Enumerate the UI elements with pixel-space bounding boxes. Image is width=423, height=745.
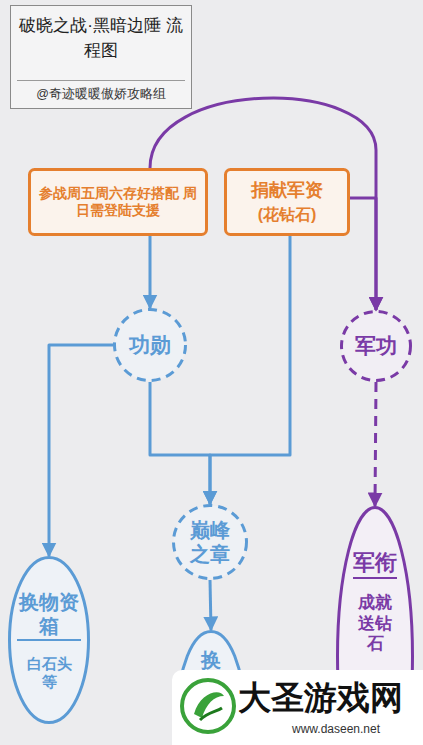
process-box: 参战周五周六存好搭配 周日需登陆支援: [28, 168, 208, 236]
node-heading: 功勋: [129, 332, 171, 357]
title-box: 破晓之战·黑暗边陲 流程图 @奇迹暖暖傲娇攻略组: [10, 5, 192, 109]
circle-stroke: [115, 310, 186, 381]
node-note: (花钻石): [258, 205, 317, 224]
rect-stroke: [30, 170, 207, 235]
node-heading: 换: [201, 648, 221, 672]
diagram-title: 破晓之战·黑暗边陲 流程图: [17, 14, 185, 63]
circle-stroke: [174, 506, 247, 579]
title-rule: [17, 80, 185, 81]
node-note: 白石头等: [24, 655, 74, 691]
node-heading: 军功: [355, 333, 397, 358]
watermark-panel: 大圣游戏网 www.daseen.net: [172, 670, 423, 745]
node-heading: 巅峰之章: [188, 518, 232, 566]
node-heading: 参战周五周六存好搭配 周日需登陆支援: [37, 185, 199, 219]
flow-connector: [375, 382, 376, 506]
node-heading: 捐献军资: [251, 180, 323, 202]
node-heading: 军衔: [353, 550, 397, 579]
node-content: 捐献军资 (花钻石): [224, 168, 350, 236]
flow-connector: [210, 236, 290, 504]
flow-connector: [150, 382, 210, 504]
watermark-text: 大圣游戏网: [238, 676, 403, 721]
node-heading: 换物资箱: [17, 590, 81, 641]
flow-connector: [149, 236, 152, 308]
flow-connector: [49, 345, 113, 556]
node-content: 巅峰之章: [172, 504, 248, 580]
rect-outline: [224, 168, 350, 236]
node-content: 军功: [340, 310, 412, 382]
currency-circle: 军功: [340, 310, 412, 382]
node-content: 功勋: [113, 308, 187, 382]
currency-circle: 巅峰之章: [172, 504, 248, 580]
watermark-url: www.daseen.net: [292, 722, 380, 736]
process-box: 捐献军资 (花钻石): [224, 168, 350, 236]
node-content: 换物资箱白石头等: [8, 556, 90, 724]
ellipse-stroke: [10, 558, 89, 723]
circle-outline: [172, 504, 248, 580]
reward-ellipse: 换物资箱白石头等: [8, 556, 90, 724]
author-credit: @奇迹暖暖傲娇攻略组: [15, 86, 187, 103]
flow-connector: [210, 580, 211, 630]
node-content: 参战周五周六存好搭配 周日需登陆支援: [28, 168, 208, 236]
currency-circle: 功勋: [113, 308, 187, 382]
flow-connector: [350, 198, 376, 310]
watermark-logo: [180, 678, 236, 734]
node-note: 成就送钻石: [356, 593, 394, 654]
circle-stroke: [342, 312, 411, 381]
rect-stroke: [226, 170, 349, 235]
